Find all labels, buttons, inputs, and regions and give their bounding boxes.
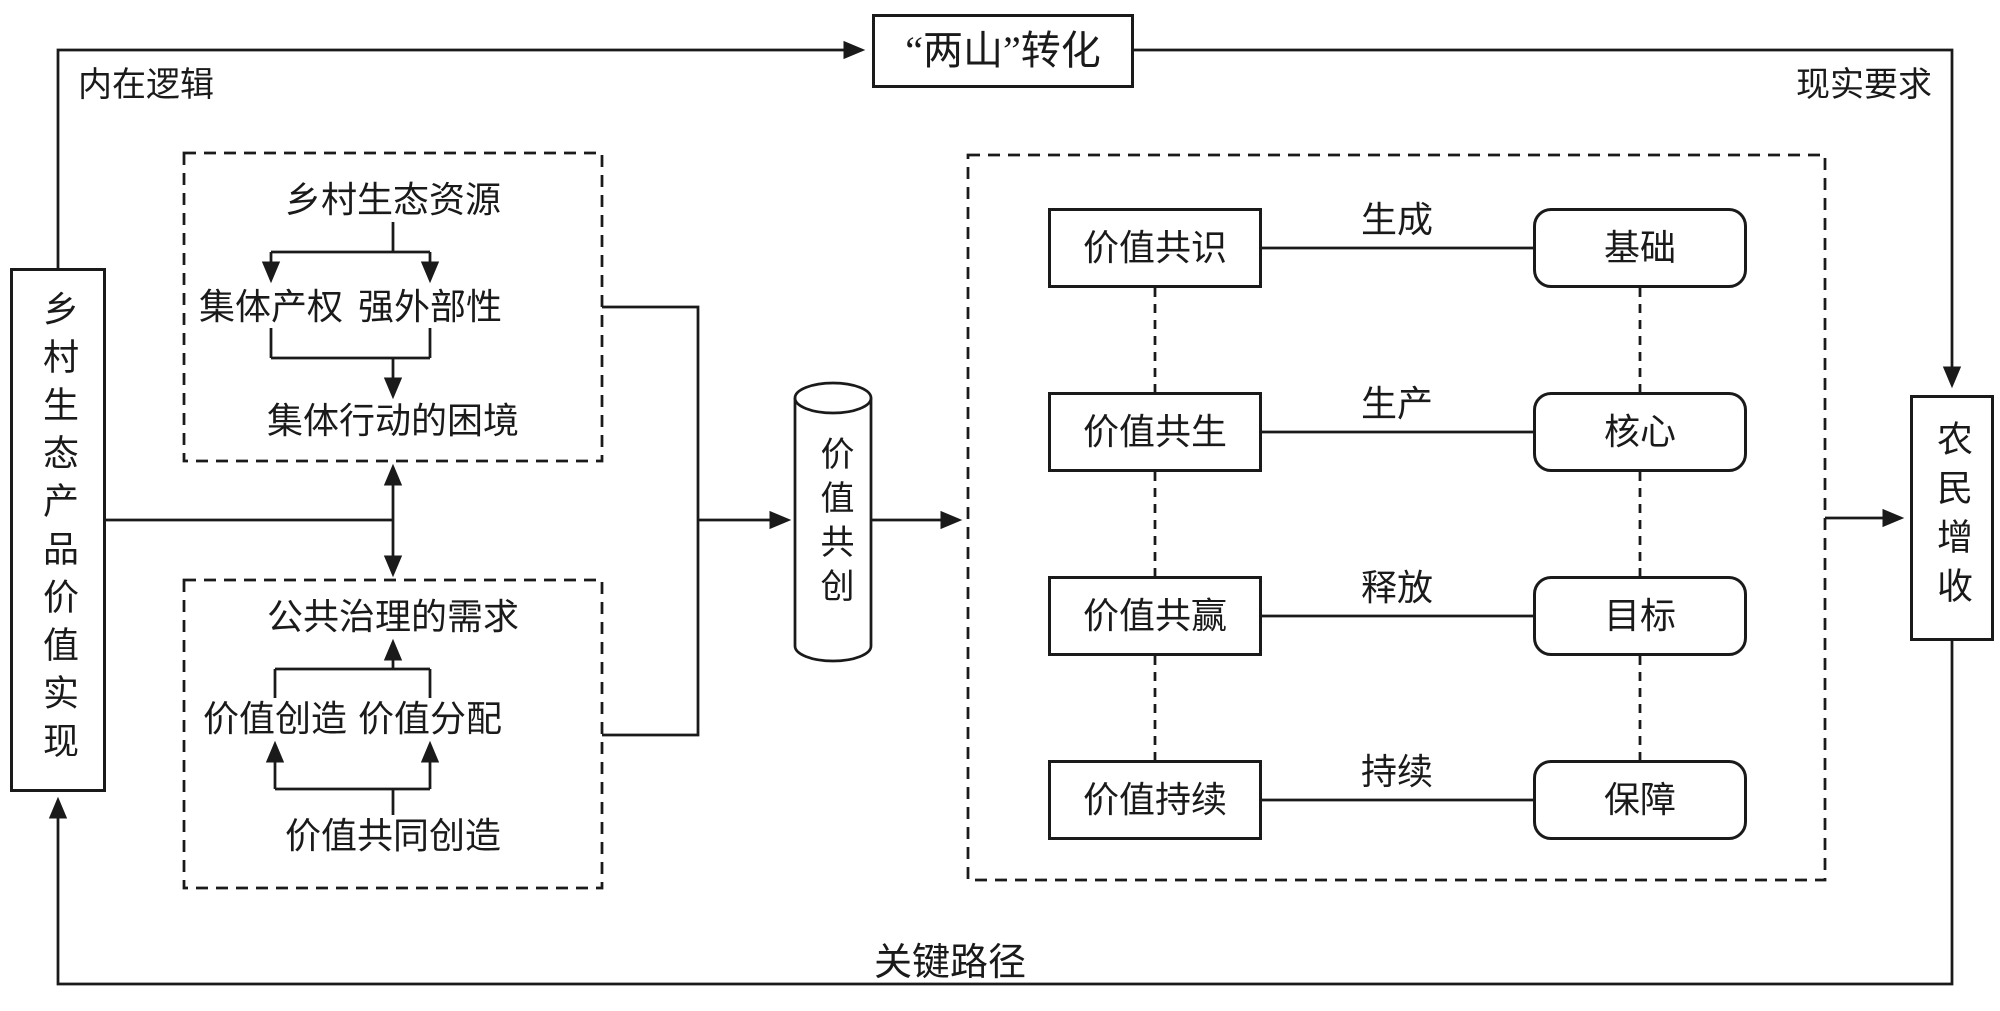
value-creation-label: 价值创造 bbox=[202, 699, 348, 739]
lower-dashed-box bbox=[182, 578, 604, 890]
relation-release-label: 释放 bbox=[1360, 568, 1434, 608]
two-mountains-transformation-box: “两山”转化 bbox=[872, 14, 1134, 88]
value-co-creation-label: 价值共同创造 bbox=[284, 816, 502, 856]
rural-eco-product-value-box: 乡村生态产品价值实现 bbox=[10, 268, 106, 792]
collective-property-label: 集体产权 bbox=[198, 287, 344, 327]
arrow-two-mountains-to-farmer bbox=[1134, 48, 1962, 389]
value-symbiosis-box: 价值共生 bbox=[1048, 392, 1262, 472]
value-distribution-label: 价值分配 bbox=[357, 699, 503, 739]
collective-action-dilemma-label: 集体行动的困境 bbox=[266, 401, 520, 441]
value-cocreation-cylinder-label: 价值共创 bbox=[815, 436, 852, 612]
arrow-key-path-loop bbox=[48, 641, 1954, 986]
inner-logic-label: 内在逻辑 bbox=[78, 67, 214, 104]
value-sustain-box: 价值持续 bbox=[1048, 760, 1262, 840]
farmer-income-label: 农民增收 bbox=[1932, 420, 1972, 616]
public-governance-demand-label: 公共治理的需求 bbox=[266, 597, 520, 637]
relation-generate-label: 生成 bbox=[1360, 200, 1434, 240]
relation-produce-label: 生产 bbox=[1360, 384, 1434, 424]
value-consensus-box: 价值共识 bbox=[1048, 208, 1262, 288]
dashed-group-borders bbox=[182, 151, 1827, 890]
key-path-label: 关键路径 bbox=[873, 942, 1027, 984]
rural-eco-product-value-label: 乡村生态产品价值实现 bbox=[38, 290, 78, 770]
dashed-column-connectors bbox=[1153, 288, 1642, 760]
guarantee-box: 保障 bbox=[1533, 760, 1747, 840]
arrow-left-to-two-mountains bbox=[56, 40, 866, 268]
rural-eco-resources-label: 乡村生态资源 bbox=[284, 180, 502, 220]
value-winwin-box: 价值共赢 bbox=[1048, 576, 1262, 656]
foundation-box: 基础 bbox=[1533, 208, 1747, 288]
relation-sustain-label: 持续 bbox=[1360, 752, 1434, 792]
upper-dashed-box bbox=[182, 151, 604, 463]
reality-requirement-label: 现实要求 bbox=[1796, 67, 1932, 104]
goal-box: 目标 bbox=[1533, 576, 1747, 656]
value-cocreation-cylinder bbox=[793, 381, 873, 663]
core-box: 核心 bbox=[1533, 392, 1747, 472]
farmer-income-box: 农民增收 bbox=[1910, 395, 1994, 641]
right-dashed-panel bbox=[966, 153, 1827, 882]
strong-externality-label: 强外部性 bbox=[357, 287, 503, 327]
line-groups-merge bbox=[602, 305, 700, 737]
